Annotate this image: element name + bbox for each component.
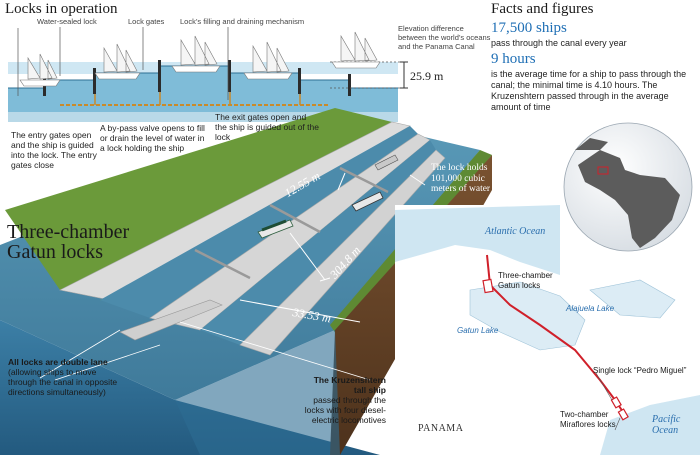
ship-icon — [351, 191, 384, 212]
globe-icon — [563, 122, 693, 252]
ship-icon — [257, 219, 294, 239]
map-atlantic-label: Atlantic Ocean — [485, 226, 546, 237]
label-lock-gates: Lock gates — [128, 17, 165, 26]
kruz-bold: The Kruzenshtern tall ship — [313, 375, 386, 395]
kruzenshtern-note: The Kruzenshtern tall ship passed throug… — [300, 375, 386, 425]
lock-profile-schematic — [8, 27, 408, 122]
map-miraflores-label: Two-chamber Miraflores locks — [560, 410, 616, 429]
sailing-ship-icon — [243, 41, 293, 80]
sailing-ship-icon — [171, 35, 221, 73]
elevation-value: 25.9 m — [410, 69, 444, 83]
section-title-facts: Facts and figures — [491, 1, 594, 17]
kruz-text: passed through the locks with four diese… — [304, 395, 386, 425]
fact-hours-text: is the average time for a ship to pass t… — [491, 69, 687, 112]
map-panama-label: PANAMA — [418, 423, 464, 434]
label-elevation: Elevation difference between the world’s… — [398, 24, 491, 51]
step-2-text: A by-pass valve opens to fill or drain t… — [100, 123, 205, 153]
double-lane-text: (allowing ships to move through the cana… — [8, 367, 118, 397]
map-gatun-lake-label: Gatun Lake — [457, 326, 499, 335]
fact-ships-value: 17,500 ships — [491, 20, 567, 36]
double-lane-bold: All locks are double lane — [8, 357, 108, 367]
label-water-sealed: Water-sealed lock — [37, 17, 97, 26]
section-title-locks: Locks in operation — [5, 1, 118, 17]
double-lane-note: All locks are double lane (allowing ship… — [8, 357, 126, 397]
fact-hours-value: 9 hours — [491, 51, 536, 67]
fact-ships-text: pass through the canal every year — [491, 38, 627, 48]
sailing-ship-icon — [331, 31, 381, 69]
gatun-title-line2: Gatun locks — [7, 241, 104, 263]
map-gatun-locks-label: Three-chamber Gatun locks — [498, 271, 553, 290]
gatun-title-line1: Three-chamber — [7, 221, 130, 243]
map-alajuela-label: Alajuela Lake — [566, 304, 615, 313]
sailing-ship-icon — [19, 53, 61, 87]
ship-icon — [374, 154, 399, 171]
map-pacific-label: Pacific Ocean — [652, 414, 680, 436]
map-pacific-line1: Pacific — [652, 414, 681, 425]
label-filling: Lock’s filling and draining mechanism — [180, 17, 305, 26]
panama-map — [395, 205, 700, 455]
map-pedro-miguel-label: Single lock “Pedro Miguel” — [593, 366, 687, 375]
capacity-text: The lock holds 101,000 cubic meters of w… — [431, 163, 491, 194]
step-3-text: The exit gates open and the ship is guid… — [215, 112, 319, 142]
map-pacific-line2: Ocean — [652, 425, 679, 436]
sailing-ship-icon — [94, 43, 141, 80]
step-1-text: The entry gates open and the ship is gui… — [11, 130, 97, 170]
